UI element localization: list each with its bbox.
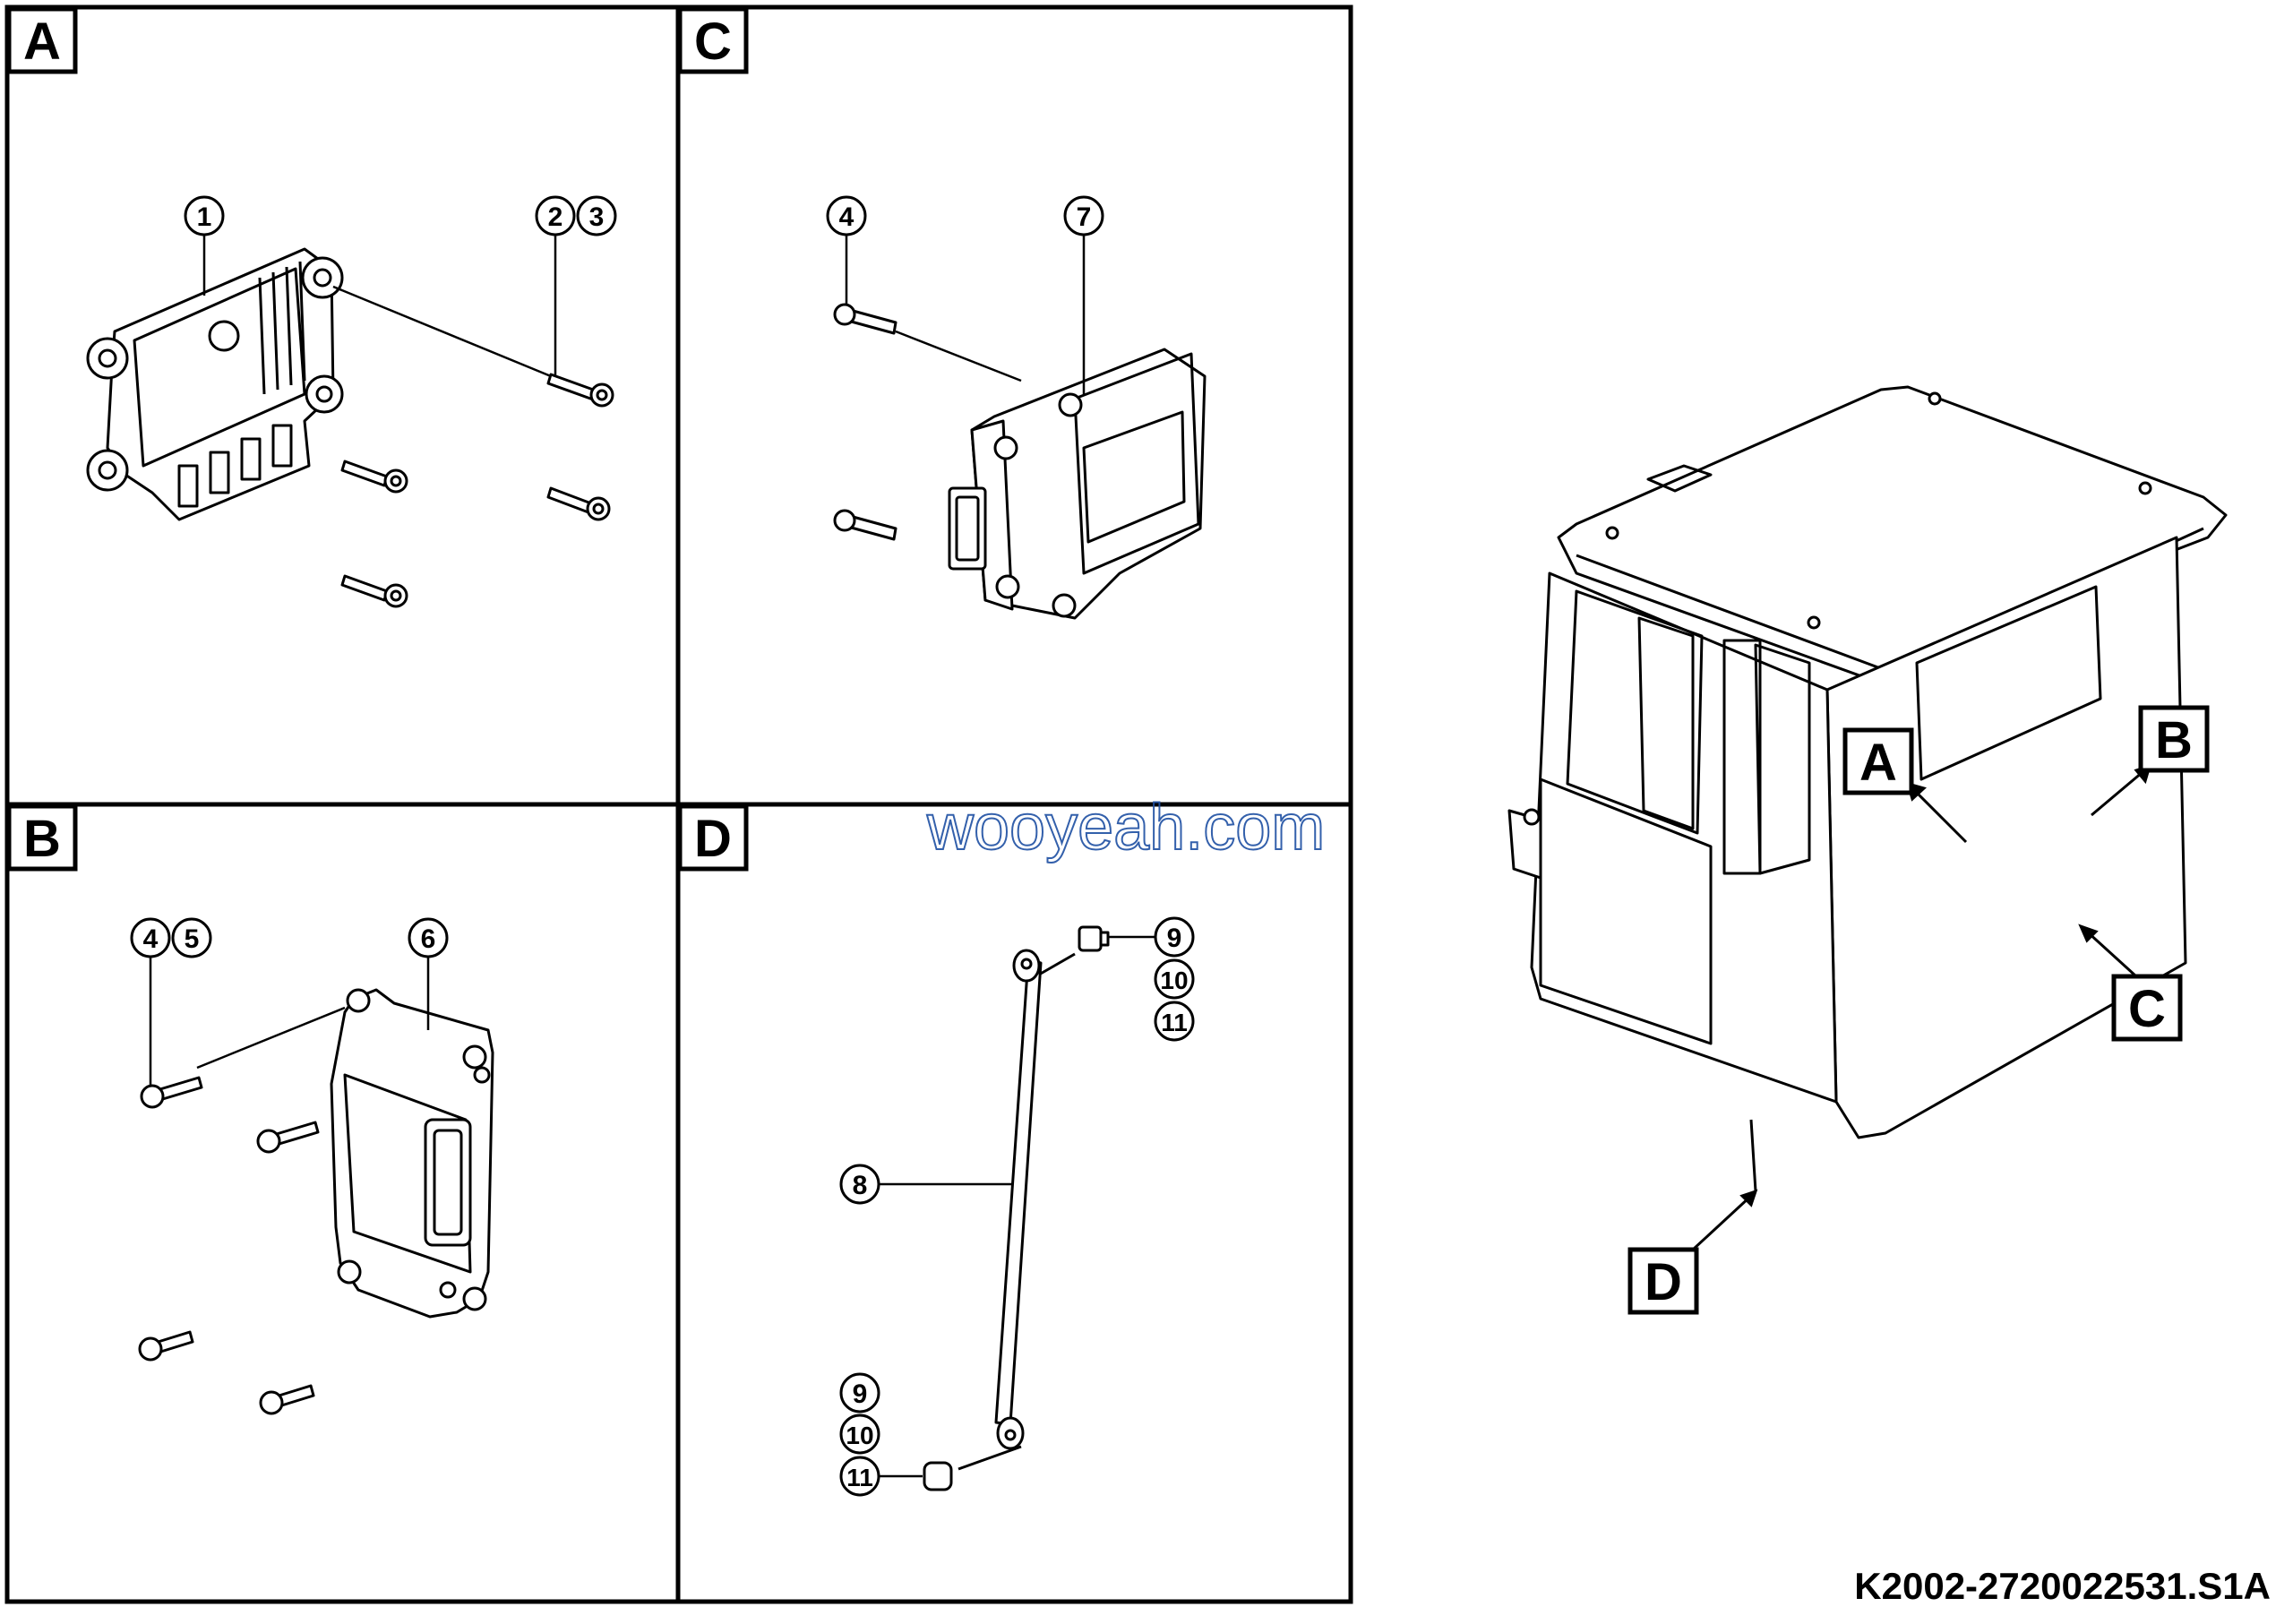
- control-unit-1: [86, 247, 344, 521]
- bolt-a-2: [546, 486, 611, 521]
- view-label-b: B: [2138, 705, 2210, 773]
- panel-b-leaders: [149, 957, 430, 1086]
- svg-text:8: 8: [853, 1171, 868, 1200]
- svg-text:1: 1: [197, 202, 212, 232]
- view-label-a: A: [1842, 727, 1914, 795]
- drawing-id: K2002-2720022531.S1A: [1854, 1565, 2271, 1607]
- view-label-d: D: [1627, 1247, 1699, 1315]
- panel-label-b: B: [6, 803, 78, 872]
- bolt-d-top: [1078, 925, 1110, 952]
- callout-9-top: 9: [1154, 916, 1195, 958]
- bolt-d-bottom: [923, 1461, 953, 1491]
- callout-3: 3: [576, 195, 617, 236]
- svg-text:3: 3: [589, 202, 605, 232]
- svg-text:6: 6: [421, 924, 436, 954]
- svg-text:B: B: [23, 810, 61, 868]
- callout-b-4: 4: [130, 917, 171, 958]
- svg-text:4: 4: [839, 202, 855, 232]
- svg-text:2: 2: [548, 202, 563, 232]
- callout-11-top: 11: [1154, 1001, 1195, 1042]
- view-label-c: C: [2111, 974, 2183, 1042]
- svg-text:4: 4: [143, 924, 159, 954]
- callout-10-bottom: 10: [839, 1413, 880, 1455]
- callout-11-bottom: 11: [839, 1456, 880, 1497]
- callout-1: 1: [184, 195, 225, 236]
- svg-text:11: 11: [1161, 1009, 1188, 1036]
- bolt-c-1: [833, 303, 897, 335]
- callout-10-top: 10: [1154, 958, 1195, 1000]
- bolt-a-1: [340, 460, 408, 494]
- view-pointers: [1691, 763, 2152, 1251]
- cab-front: [1530, 571, 1838, 1104]
- bolt-long: [546, 373, 614, 408]
- callout-6: 6: [408, 917, 449, 958]
- svg-text:C: C: [2128, 980, 2166, 1038]
- panel-label-c: C: [677, 6, 749, 74]
- cab-side-window: [1915, 585, 2102, 781]
- callout-7: 7: [1063, 195, 1104, 236]
- callout-8: 8: [839, 1164, 880, 1205]
- callout-9-bottom: 9: [839, 1372, 880, 1413]
- bolt-b-4: [259, 1384, 315, 1415]
- bolt-b-1: [140, 1076, 203, 1109]
- callout-5: 5: [171, 917, 212, 958]
- relay-module-7: [948, 348, 1207, 620]
- cab-overview: [1507, 385, 2228, 1192]
- panel-d-content: [923, 925, 1110, 1491]
- svg-text:D: D: [1645, 1253, 1682, 1311]
- svg-text:A: A: [23, 13, 61, 71]
- panel-c-leaders: [845, 235, 1086, 394]
- cab-roof: [1557, 385, 2228, 692]
- panel-label-a: A: [6, 6, 78, 74]
- watermark: wooyeah.com: [926, 792, 1325, 864]
- bolt-c-2: [833, 509, 897, 541]
- bolt-b-3: [138, 1330, 194, 1362]
- cab-door: [1539, 778, 1713, 1045]
- callout-c-4: 4: [826, 195, 867, 236]
- svg-text:C: C: [694, 13, 732, 71]
- panel-c-content: [833, 303, 1207, 620]
- svg-text:A: A: [1859, 734, 1897, 792]
- control-box-6: [330, 988, 494, 1319]
- ground-strap-8: [958, 949, 1076, 1471]
- svg-text:11: 11: [846, 1464, 873, 1491]
- panel-a-content: [86, 247, 614, 608]
- callout-2: 2: [535, 195, 576, 236]
- svg-text:D: D: [694, 810, 732, 868]
- svg-text:9: 9: [1167, 924, 1182, 953]
- panel-b-content: [138, 988, 494, 1415]
- panel-a-leaders: [202, 235, 557, 378]
- panel-d-leaders: [879, 935, 1155, 1478]
- svg-text:7: 7: [1077, 202, 1092, 232]
- panel-label-d: D: [677, 803, 749, 872]
- svg-text:5: 5: [185, 924, 200, 954]
- svg-text:B: B: [2155, 711, 2193, 769]
- svg-text:9: 9: [853, 1379, 868, 1409]
- svg-text:10: 10: [1160, 967, 1188, 994]
- bolt-a-3: [340, 574, 408, 608]
- svg-text:10: 10: [846, 1422, 873, 1449]
- bolt-b-2: [256, 1121, 320, 1154]
